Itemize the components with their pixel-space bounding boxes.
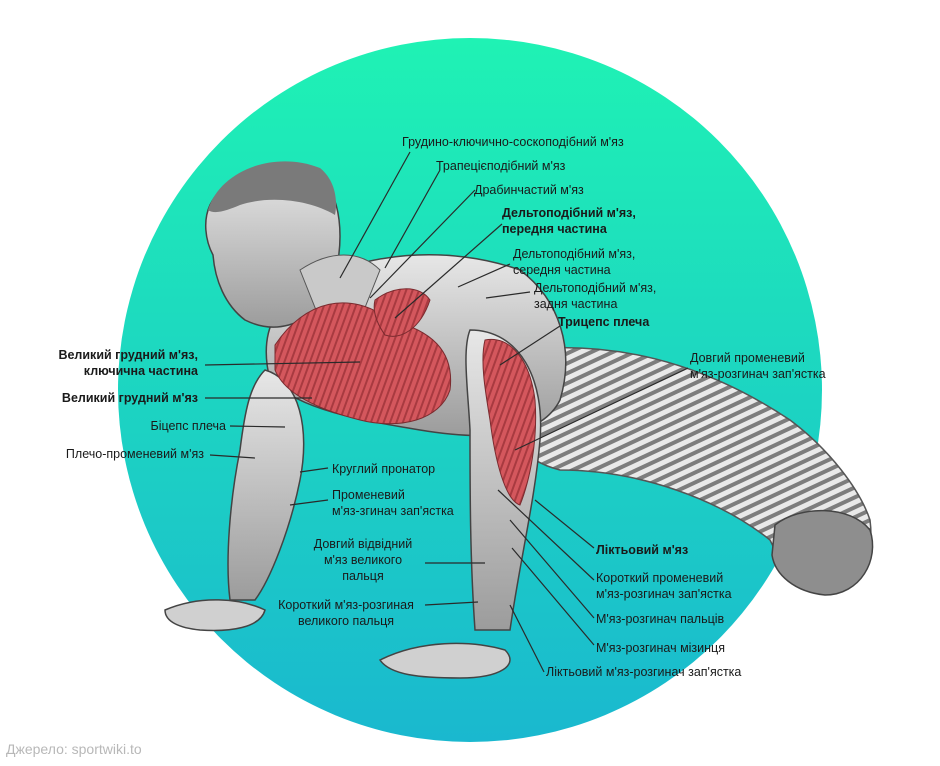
- label-deltoid-middle: Дельтоподібний м'яз, середня частина: [513, 247, 636, 277]
- label-pec-major-clavicular: Великий грудний м'яз, ключична частина: [58, 348, 198, 378]
- figure: [164, 161, 874, 679]
- label-pronator-teres: Круглий пронатор: [332, 462, 436, 476]
- label-pec-major: Великий грудний м'яз: [61, 391, 198, 405]
- label-trapezius: Трапецієподібний м'яз: [436, 159, 566, 173]
- label-deltoid-posterior: Дельтоподібний м'яз, задня частина: [534, 281, 657, 311]
- neck: [299, 254, 381, 321]
- label-extensor-digiti-minimi: М'яз-розгинач мізинця: [596, 641, 725, 655]
- label-ext-carpi-radialis-longus: Довгий променевий м'яз-розгинач зап'ястк…: [690, 351, 826, 381]
- label-anconeus: Ліктьовий м'яз: [596, 543, 689, 557]
- hair: [208, 161, 337, 215]
- foot: [771, 509, 874, 596]
- label-brachioradialis: Плечо-променевий м'яз: [65, 447, 204, 461]
- label-extensor-digitorum: М'яз-розгинач пальців: [596, 612, 725, 626]
- source-caption: Джерело: sportwiki.to: [6, 741, 142, 757]
- label-sternocleidomastoid: Грудино-ключично-соскоподібний м'яз: [402, 135, 624, 149]
- label-extensor-carpi-ulnaris: Ліктьовий м'яз-розгинач зап'ястка: [546, 665, 742, 679]
- label-biceps: Біцепс плеча: [150, 419, 226, 433]
- pectoralis-major: [274, 302, 452, 425]
- right-hand: [378, 642, 511, 679]
- label-deltoid-anterior: Дельтоподібний м'яз, передня частина: [502, 206, 636, 236]
- label-flexor-carpi-radialis: Променевий м'яз-згинач зап'ястка: [332, 488, 454, 518]
- triceps: [482, 338, 537, 506]
- left-hand: [164, 599, 266, 632]
- leader-lines: [204, 151, 689, 673]
- label-abductor-pollicis-longus: Довгий відвідний м'яз великого пальця: [313, 537, 413, 583]
- label-scalene: Драбинчастий м'яз: [474, 183, 584, 197]
- label-ext-carpi-radialis-brevis: Короткий променевий м'яз-розгинач зап'яс…: [596, 571, 732, 601]
- label-triceps: Трицепс плеча: [558, 315, 650, 329]
- label-extensor-pollicis-brevis: Короткий м'яз-розгиная великого пальця: [278, 598, 414, 628]
